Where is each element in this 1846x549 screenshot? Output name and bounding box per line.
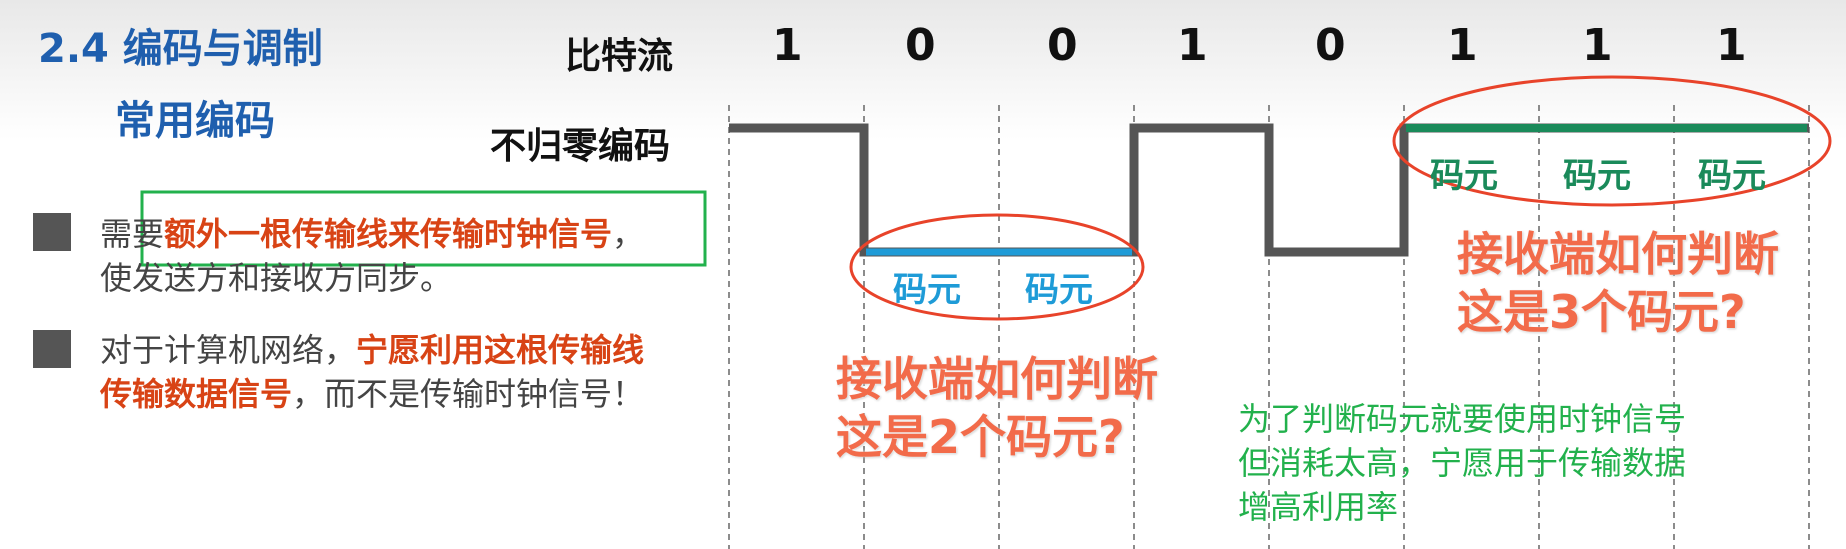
green-note: 为了判断码元就要使用时钟信号 但消耗太高，宁愿用于传输数据 增高利用率 xyxy=(1238,400,1687,526)
highlight-box xyxy=(140,190,707,267)
symbol-label: 码元 xyxy=(1698,156,1766,196)
symbol-label: 码元 xyxy=(1563,156,1631,196)
bit-value: 0 xyxy=(1315,20,1346,71)
bullet-text-2: 对于计算机网络，宁愿利用这根传输线 传输数据信号，而不是传输时钟信号！ xyxy=(100,331,645,413)
question-three-symbols: 接收端如何判断这是3个码元? xyxy=(1457,227,1779,339)
bit-value: 1 xyxy=(1177,20,1208,71)
slide-title: 2.4 编码与调制 xyxy=(38,26,323,72)
bullet-text-1: 需要额外一根传输线来传输时钟信号， 使发送方和接收方同步。 xyxy=(100,215,645,297)
nrz-label: 不归零编码 xyxy=(490,126,671,167)
symbol-label: 码元 xyxy=(1025,270,1093,310)
bit-value: 1 xyxy=(1716,20,1747,71)
symbol-label: 码元 xyxy=(893,270,961,310)
slide-subtitle: 常用编码 xyxy=(115,98,275,144)
bit-value: 1 xyxy=(1447,20,1478,71)
bit-value: 1 xyxy=(1582,20,1613,71)
nrz-signal xyxy=(729,123,1809,257)
ellipse-three-symbols xyxy=(1392,75,1832,207)
question-two-symbols: 接收端如何判断这是2个码元? xyxy=(836,352,1158,464)
bit-value: 0 xyxy=(1047,20,1078,71)
bullet-square xyxy=(33,213,71,251)
ellipse-two-symbols xyxy=(849,213,1145,321)
bullet-square xyxy=(33,330,71,368)
bit-value: 0 xyxy=(905,20,936,71)
bitstream-label: 比特流 xyxy=(565,36,674,77)
symbol-label: 码元 xyxy=(1430,156,1498,196)
bit-value: 1 xyxy=(772,20,803,71)
